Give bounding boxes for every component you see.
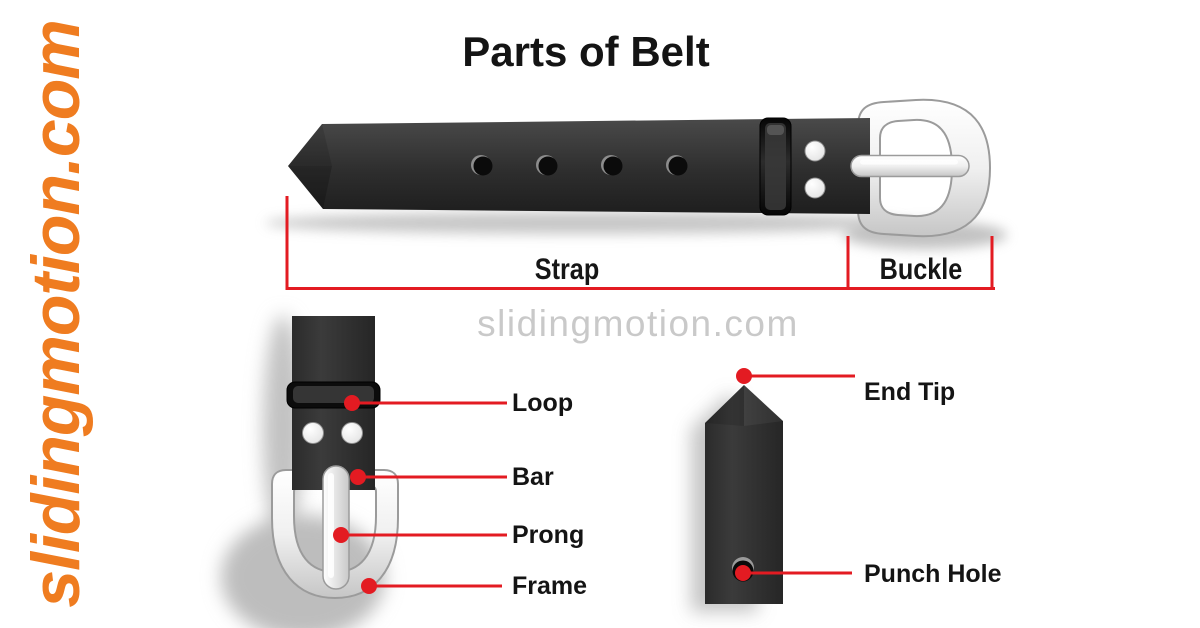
frame-dot (361, 578, 377, 594)
belt-hole (603, 156, 623, 176)
strap-shadow (265, 212, 905, 234)
dimension-lines (285, 196, 995, 290)
rivet (804, 140, 826, 162)
rivet (804, 177, 826, 199)
strap-tip-facet (288, 166, 332, 209)
leader-lines (333, 368, 855, 594)
belt-hole (668, 156, 688, 176)
frame-label: Frame (512, 572, 588, 600)
watermark-center: slidingmotion.com (477, 303, 799, 344)
bar-dot (350, 469, 366, 485)
rivet (302, 422, 324, 444)
loop-label: Loop (512, 389, 574, 417)
buckle-closeup-illustration (221, 315, 399, 628)
end-tip-illustration (691, 385, 783, 612)
strap-tip-facet (288, 124, 332, 166)
prong-dot (333, 527, 349, 543)
punch-hole-dot (735, 565, 751, 581)
strap-label: Strap (534, 253, 600, 286)
keeper-loop-graphic (759, 117, 792, 216)
bar-label: Bar (512, 463, 554, 491)
page-title: Parts of Belt (462, 28, 710, 75)
end-tip-label: End Tip (864, 378, 956, 406)
rivet (341, 422, 363, 444)
strap-graphic (288, 118, 870, 214)
belt-holes (471, 155, 688, 176)
loop-dot (344, 395, 360, 411)
end-tip-graphic (705, 385, 783, 604)
prong-graphic (322, 465, 350, 590)
belt-hole (473, 156, 493, 176)
belt-hole (538, 156, 558, 176)
end-tip-dot (736, 368, 752, 384)
watermark-left: slidingmotion.com (18, 20, 94, 608)
punch-hole-label: Punch Hole (864, 560, 1002, 588)
top-belt-illustration (265, 98, 1007, 249)
prong-graphic (850, 154, 970, 178)
prong-label: Prong (512, 521, 585, 549)
buckle-label: Buckle (879, 253, 963, 286)
end-tip-facet (744, 385, 783, 426)
end-tip-facet (705, 385, 744, 426)
